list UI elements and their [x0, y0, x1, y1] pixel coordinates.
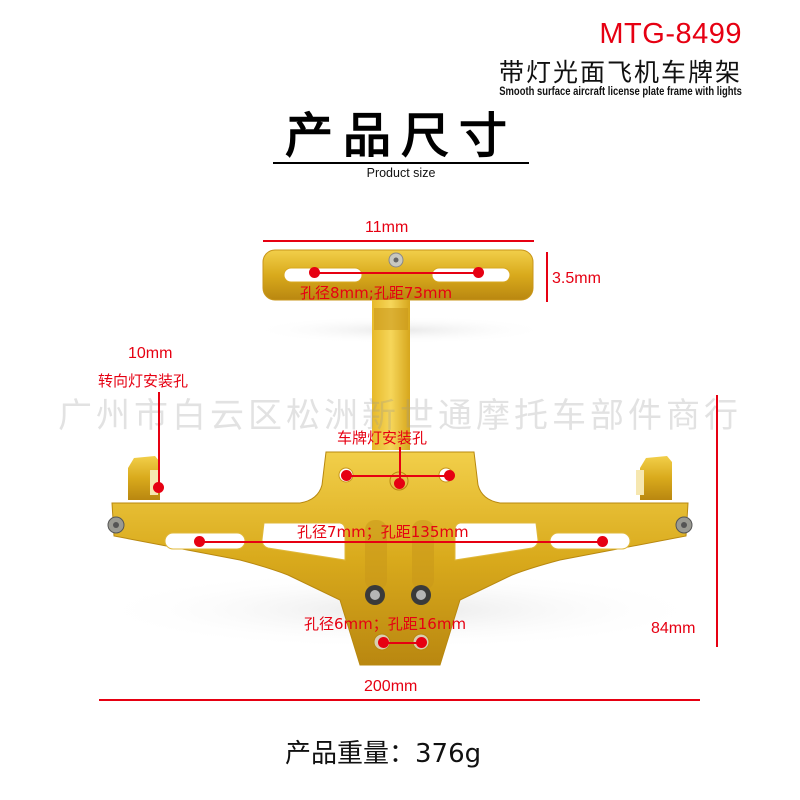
- section-subtitle: Product size: [366, 166, 436, 180]
- bottom-hole-marker-right: [416, 637, 427, 648]
- section-title: 产品尺寸: [284, 108, 517, 164]
- bottom-holes-label: 孔径6mm；孔距16mm: [304, 615, 467, 633]
- watermark: 广州市白云区松洲新世通摩托车部件商行: [58, 396, 742, 436]
- total-height-label: 84mm: [651, 620, 696, 637]
- product-title-en: Smooth surface aircraft license plate fr…: [499, 86, 742, 98]
- plate-light-line: [399, 447, 401, 482]
- turn-signal-label: 转向灯安装孔: [98, 372, 189, 390]
- plate-light-marker-center: [394, 478, 405, 489]
- main-holes-label: 孔径7mm；孔距135mm: [297, 523, 469, 541]
- total-height-line: [716, 395, 718, 647]
- plate-light-label: 车牌灯安装孔: [337, 429, 428, 447]
- top-holes-label: 孔径8mm;孔距73mm: [300, 284, 453, 302]
- model-number: MTG-8499: [599, 18, 742, 50]
- product-title-cn: 带灯光面飞机车牌架: [498, 58, 742, 87]
- top-holes-line: [314, 272, 478, 274]
- plate-light-marker-left: [341, 470, 352, 481]
- plate-light-hline: [348, 475, 448, 477]
- total-width-label: 200mm: [364, 678, 418, 695]
- total-width-line: [99, 699, 700, 701]
- section-divider: [273, 162, 529, 164]
- bottom-hole-marker-left: [378, 637, 389, 648]
- turn-signal-line: [158, 392, 160, 485]
- top-width-line: [263, 240, 534, 242]
- main-holes-line: [200, 541, 603, 543]
- turn-signal-size-label: 10mm: [128, 345, 173, 362]
- product-weight: 产品重量：376g: [285, 739, 482, 769]
- plate-light-marker-right: [444, 470, 455, 481]
- main-hole-marker-left: [194, 536, 205, 547]
- main-hole-marker-right: [597, 536, 608, 547]
- bottom-holes-line: [384, 642, 422, 644]
- top-height-label: 3.5mm: [552, 270, 601, 287]
- top-width-label: 11mm: [365, 219, 409, 236]
- turn-signal-marker: [153, 482, 164, 493]
- top-hole-marker-right: [473, 267, 484, 278]
- top-height-line: [546, 252, 548, 302]
